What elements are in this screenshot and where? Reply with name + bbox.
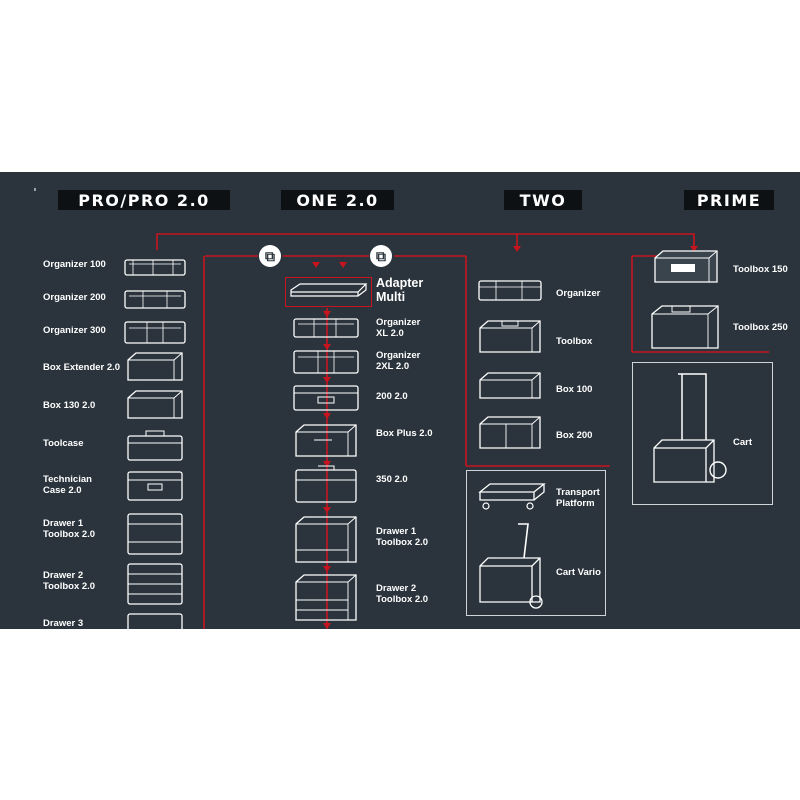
organizer-2xl-icon — [293, 350, 359, 374]
one-item-label: 200 2.0 — [376, 391, 408, 402]
arrow-down-icon — [323, 377, 331, 383]
one-item-label: Organizer XL 2.0 — [376, 317, 421, 339]
one-item-label: 350 2.0 — [376, 474, 408, 485]
drawer-1-toolbox-icon — [127, 513, 183, 555]
technician-case-icon — [127, 471, 183, 501]
one-item-label: Box Plus 2.0 — [376, 428, 433, 439]
cart-vario-icon — [479, 523, 543, 609]
pro-item-label: Organizer 300 — [43, 325, 106, 336]
pro-item-label: Organizer 200 — [43, 292, 106, 303]
header-prime: PRIME — [684, 190, 774, 210]
toolcase-icon — [127, 430, 183, 461]
one-item-label: Drawer 1 Toolbox 2.0 — [376, 526, 429, 548]
organizer-300-icon — [124, 321, 186, 344]
arrow-down-icon — [323, 413, 331, 419]
prime-item-label: Toolbox 250 — [733, 322, 788, 333]
pro-item-label: Drawer 3 — [43, 618, 84, 629]
prime-group-label: Cart — [733, 437, 753, 448]
arrow-down-icon — [323, 461, 331, 467]
prime-toolbox-250-icon — [651, 305, 719, 349]
corner-mark — [34, 188, 36, 191]
header-pro: PRO/PRO 2.0 — [58, 190, 230, 210]
arrow-down-icon — [690, 246, 698, 252]
organizer-200-icon — [124, 290, 186, 309]
two-organizer-icon — [478, 280, 542, 301]
pro-item-label: Box Extender 2.0 — [43, 362, 121, 373]
pro-item-label: Organizer 100 — [43, 259, 106, 270]
organizer-100-icon — [124, 259, 186, 276]
one-item-label: Adapter Multi — [376, 276, 424, 304]
header-one: ONE 2.0 — [281, 190, 394, 210]
prime-item-label: Toolbox 150 — [733, 264, 788, 275]
header-two: TWO — [504, 190, 582, 210]
cart-icon — [653, 373, 727, 483]
one-drawer-2-icon — [295, 574, 357, 621]
pro-item-label: Technician Case 2.0 — [43, 474, 92, 496]
pro-item-label: Drawer 2 Toolbox 2.0 — [43, 570, 96, 592]
pro-item-label: Drawer 1 Toolbox 2.0 — [43, 518, 96, 540]
arrow-down-icon — [312, 262, 320, 268]
arrow-down-icon — [323, 507, 331, 513]
drawer-3-icon — [127, 613, 183, 629]
box-350-icon — [295, 465, 357, 503]
box-extender-icon — [127, 352, 183, 381]
one-item-label: Organizer 2XL 2.0 — [376, 350, 421, 372]
top-connector-line — [156, 233, 695, 250]
box-130-icon — [127, 390, 183, 419]
compatibility-diagram: PRO/PRO 2.0 ONE 2.0 TWO PRIME ⧉ ⧉ Organi… — [0, 172, 800, 629]
two-item-label: Box 100 — [556, 384, 593, 395]
two-box-200-icon — [479, 416, 541, 449]
two-box-100-icon — [479, 372, 541, 399]
two-group-label: Cart Vario — [556, 567, 601, 578]
two-transport-group — [466, 470, 606, 616]
arrow-down-icon — [323, 344, 331, 350]
chain-link-icon: ⧉ — [370, 245, 392, 267]
pro-item-label: Toolcase — [43, 438, 84, 449]
two-item-label: Toolbox — [556, 336, 593, 347]
one-item-label: Drawer 2 Toolbox 2.0 — [376, 583, 429, 605]
arrow-down-icon — [323, 566, 331, 572]
arrow-down-icon — [513, 246, 521, 252]
two-group-label: Transport Platform — [556, 487, 600, 509]
adapter-multi-icon — [290, 283, 368, 297]
adapter-multi-highlight — [285, 277, 372, 307]
arrow-down-icon — [323, 311, 331, 317]
transport-platform-icon — [478, 483, 546, 510]
pro-item-label: Box 130 2.0 — [43, 400, 96, 411]
arrow-down-icon — [339, 262, 347, 268]
two-item-label: Organizer — [556, 288, 601, 299]
chain-link-icon: ⧉ — [259, 245, 281, 267]
two-toolbox-icon — [479, 320, 541, 353]
prime-toolbox-150-icon — [654, 250, 718, 283]
connector-lines — [156, 233, 769, 629]
drawer-2-toolbox-icon — [127, 563, 183, 605]
two-item-label: Box 200 — [556, 430, 593, 441]
one-drawer-1-icon — [295, 516, 357, 563]
arrow-down-icon — [323, 623, 331, 629]
organizer-xl-icon — [293, 318, 359, 338]
box-plus-icon — [295, 424, 357, 457]
prime-cart-group — [632, 362, 773, 505]
box-200-icon — [293, 385, 359, 411]
